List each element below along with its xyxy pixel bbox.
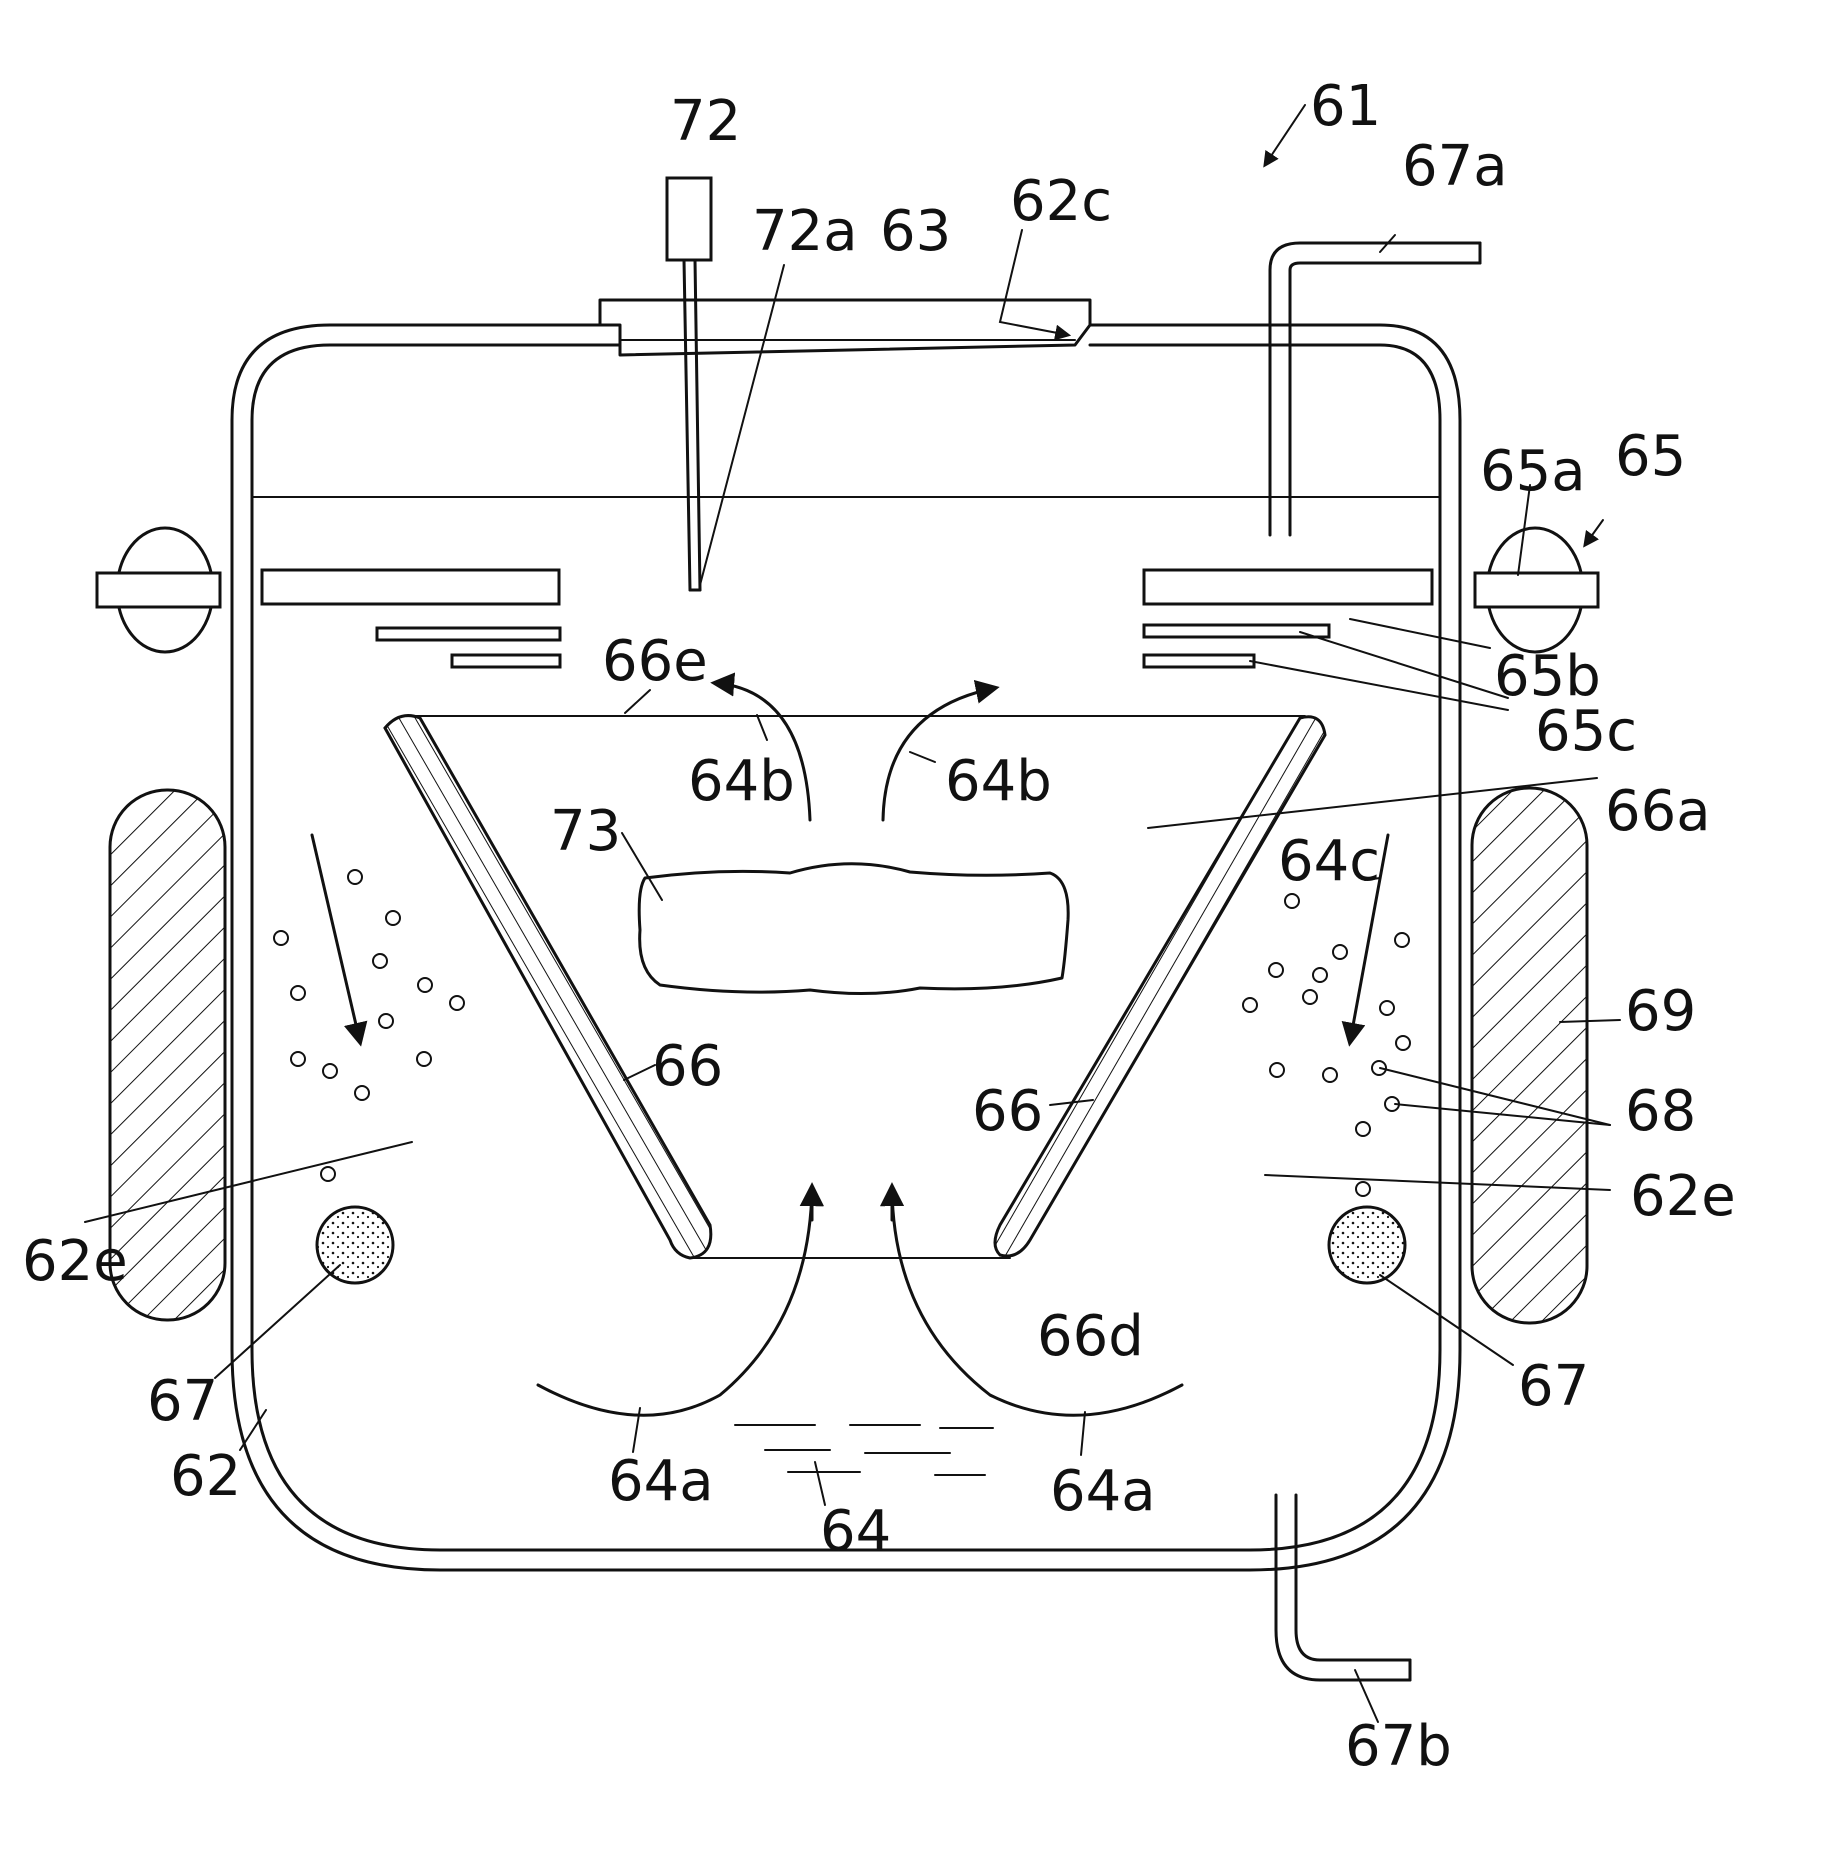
- label-65c: 65c: [1535, 699, 1637, 764]
- label-66e: 66e: [602, 629, 708, 694]
- label-64a-right: 64a: [1050, 1459, 1156, 1524]
- label-62e-right: 62e: [1630, 1164, 1736, 1229]
- lid-63: [600, 300, 1090, 355]
- label-67a: 67a: [1402, 134, 1508, 199]
- label-62: 62: [170, 1444, 241, 1509]
- label-66-right: 66: [972, 1079, 1043, 1144]
- label-68: 68: [1625, 1079, 1696, 1144]
- label-64c: 64c: [1278, 829, 1380, 894]
- label-65a: 65a: [1480, 439, 1586, 504]
- pipe-67b: [1276, 1495, 1410, 1680]
- label-67-left: 67: [147, 1369, 218, 1434]
- label-66-left: 66: [652, 1034, 723, 1099]
- label-73: 73: [550, 799, 621, 864]
- sensor-72: [667, 178, 711, 590]
- label-62c: 62c: [1010, 169, 1112, 234]
- magnet-plates-65b-65c-right: [1144, 570, 1432, 667]
- vessel-outer-wall: [232, 325, 1460, 1570]
- label-66d: 66d: [1037, 1304, 1144, 1369]
- label-63: 63: [880, 199, 951, 264]
- label-65: 65: [1615, 424, 1686, 489]
- label-61: 61: [1310, 74, 1381, 139]
- sphere-67-right: [1329, 1207, 1405, 1283]
- wafer-73: [639, 864, 1068, 994]
- label-66a: 66a: [1605, 779, 1711, 844]
- label-67b: 67b: [1345, 1714, 1452, 1779]
- magnet-knob-65a-right: [1475, 528, 1598, 652]
- label-64b-right: 64b: [945, 749, 1052, 814]
- label-64a-left: 64a: [608, 1449, 714, 1514]
- label-64b-left: 64b: [688, 749, 795, 814]
- particles-68-right: [1243, 894, 1410, 1196]
- heater-69-right: [1472, 788, 1587, 1323]
- label-72a: 72a: [752, 199, 858, 264]
- label-62e-left: 62e: [22, 1229, 128, 1294]
- flow-arrow-side-left: [312, 835, 360, 1042]
- label-64: 64: [820, 1499, 891, 1564]
- label-67-right: 67: [1518, 1354, 1589, 1419]
- sphere-left: [317, 1207, 393, 1283]
- label-69: 69: [1625, 979, 1696, 1044]
- magnet-knob-left: [97, 528, 220, 652]
- label-72: 72: [670, 89, 741, 154]
- liquid-64-dashes: [735, 1425, 993, 1475]
- leader-lines: [85, 105, 1620, 1722]
- particles-left: [274, 870, 464, 1181]
- magnet-plates-left: [262, 570, 560, 667]
- pipe-67a: [1270, 243, 1480, 535]
